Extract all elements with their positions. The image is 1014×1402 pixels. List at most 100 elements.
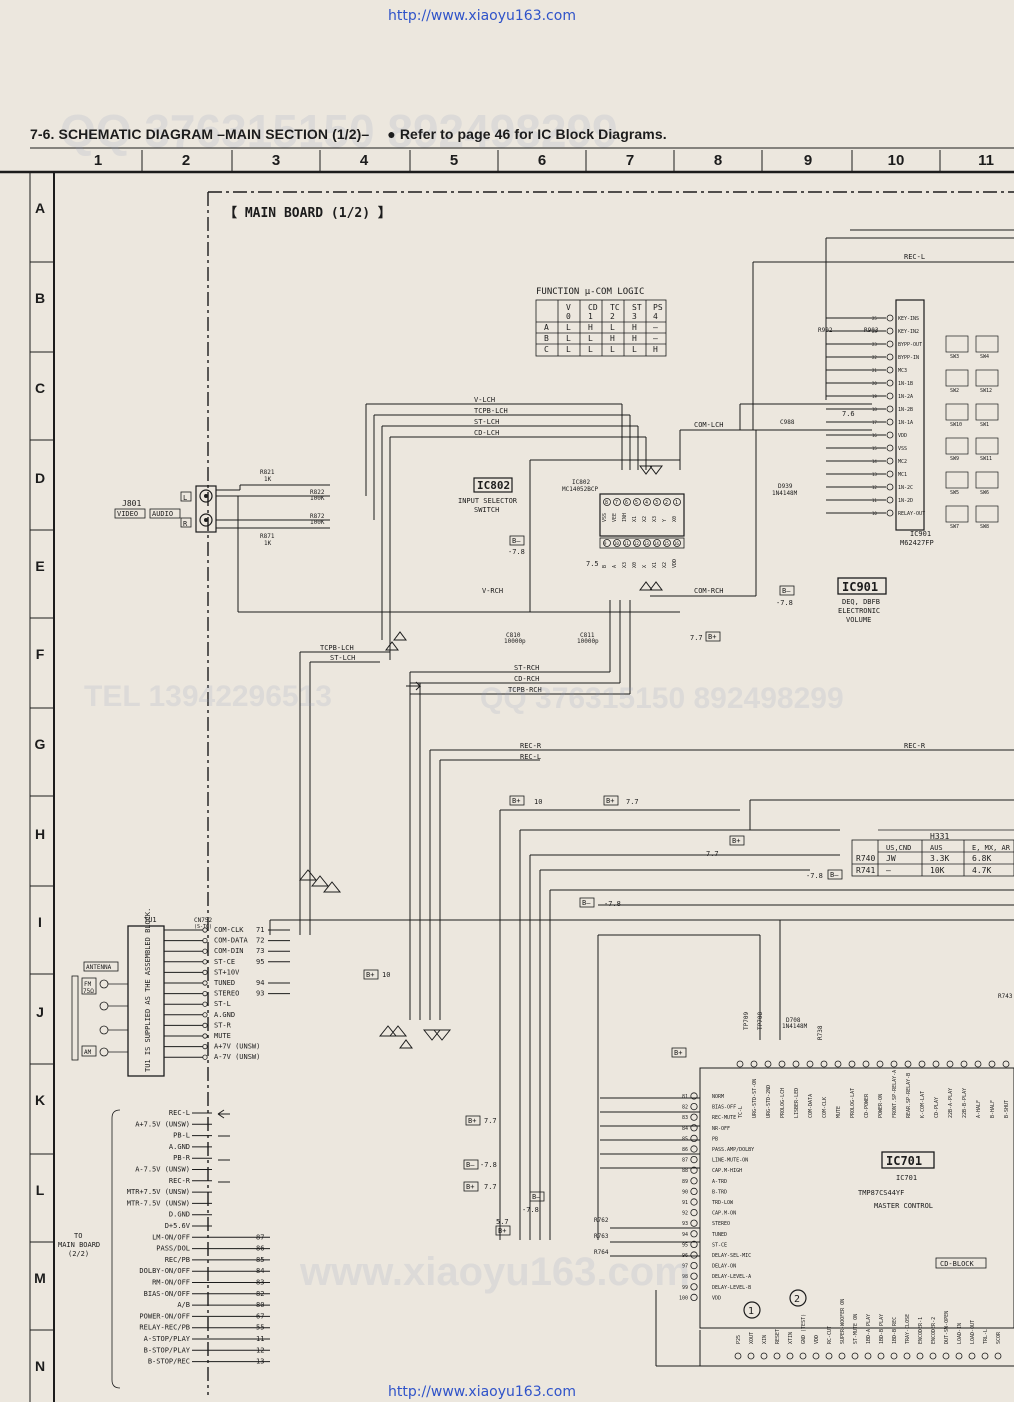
svg-text:M62427FP: M62427FP xyxy=(900,539,934,547)
ic701-pin-number: 91 xyxy=(682,1200,688,1206)
ic701-pin-signal: 22B-A-PLAY xyxy=(948,1088,954,1118)
ic701-pin xyxy=(918,1060,926,1068)
ic701-pin-signal: COM-CLK xyxy=(822,1097,828,1118)
svg-text:REC-L: REC-L xyxy=(520,753,541,761)
ic802-pin-signal: Y xyxy=(662,519,668,522)
svg-text:-7.8: -7.8 xyxy=(604,900,621,908)
svg-text:R822: R822 xyxy=(310,489,325,496)
ic901-pin xyxy=(886,444,894,452)
switch-label: SW3 xyxy=(950,354,959,360)
ic701-pin-signal: A-TRD xyxy=(712,1179,727,1185)
switch-box xyxy=(975,437,999,455)
ic701-pin xyxy=(690,1251,698,1259)
row-letter: I xyxy=(38,914,42,930)
ic701-pin-signal: COM-DATA xyxy=(808,1094,814,1118)
site-url-top[interactable]: http://www.xiaoyu163.com xyxy=(388,8,576,24)
column-number: 5 xyxy=(449,152,459,169)
svg-text:TO: TO xyxy=(74,1232,82,1240)
ic701-pin-signal: URG-STD-2ND xyxy=(766,1085,772,1118)
ic701-pin xyxy=(690,1240,698,1249)
ic701-pin xyxy=(792,1060,800,1068)
tuner-pin-name: A.GND xyxy=(214,1011,235,1019)
ic701-pin-signal: P25 xyxy=(736,1335,742,1344)
row-letter: E xyxy=(35,558,45,574)
ic701-pin-signal: POWER-ON xyxy=(878,1094,884,1118)
svg-text:MC14052BCP: MC14052BCP xyxy=(562,486,599,493)
svg-text:V-RCH: V-RCH xyxy=(482,587,503,595)
ic701-pin-signal: XTIN xyxy=(788,1332,794,1344)
ic701-pin-signal: FRONT.SP-RELAY-A xyxy=(892,1070,898,1118)
ic701-pin xyxy=(690,1198,698,1206)
ic701-pin xyxy=(916,1352,924,1360)
svg-text:R902: R902 xyxy=(818,327,833,334)
svg-text:H331: H331 xyxy=(930,832,949,841)
ic802-pin xyxy=(653,539,661,547)
ic701-pin xyxy=(946,1060,954,1068)
jack-j801: J801 VIDEO AUDIO L R xyxy=(114,485,217,533)
left-bus-signal: A.GND xyxy=(169,1143,190,1151)
h331-cell: 3.3K xyxy=(930,854,949,863)
svg-text:10: 10 xyxy=(534,798,542,806)
svg-text:1K: 1K xyxy=(264,540,272,547)
ic802-label: IC802 INPUT SELECTOR SWITCH xyxy=(458,477,518,514)
page-heading: 7-6. SCHEMATIC DIAGRAM –MAIN SECTION (1/… xyxy=(30,126,667,142)
svg-text:R: R xyxy=(183,520,188,528)
ic701-pin-number: 93 xyxy=(682,1221,688,1227)
ic701-pin xyxy=(690,1219,698,1227)
ic701-pin xyxy=(876,1060,884,1068)
ic701-pin xyxy=(903,1352,911,1360)
svg-text:7.7: 7.7 xyxy=(484,1183,497,1191)
function-table-cell: H xyxy=(632,334,637,343)
ic701-pin-number: 83 xyxy=(682,1115,688,1121)
ic701-pin xyxy=(932,1060,940,1068)
svg-text:FUNCTION μ-COM LOGIC: FUNCTION μ-COM LOGIC xyxy=(536,287,644,297)
ic802-pin xyxy=(613,539,621,547)
switch-label: SW11 xyxy=(980,456,992,462)
svg-text:ELECTRONIC: ELECTRONIC xyxy=(838,607,880,615)
h331-header: AUS xyxy=(930,844,943,852)
function-table-subheader: 0 xyxy=(566,312,571,321)
ic701-pin xyxy=(968,1352,976,1360)
switch-box xyxy=(945,403,969,421)
ic901-pin-signal: 1N-2B xyxy=(898,407,913,413)
ic701-pin xyxy=(864,1352,872,1360)
function-table-cell: C xyxy=(544,345,549,354)
ic701-pin-signal: BIAS-OFF xyxy=(712,1105,736,1111)
ic701-pin xyxy=(690,1283,698,1291)
left-bus-signal: PB-L xyxy=(173,1132,190,1140)
svg-text:-7.8: -7.8 xyxy=(806,872,823,880)
svg-text:TMP87CS44YF: TMP87CS44YF xyxy=(858,1189,904,1197)
svg-text:B+: B+ xyxy=(468,1117,476,1125)
ic701-pin xyxy=(760,1352,768,1360)
ic701-pin xyxy=(799,1352,807,1360)
svg-text:R738: R738 xyxy=(817,1025,824,1040)
ic701-pin-number: 85 xyxy=(682,1136,688,1142)
site-url-bottom[interactable]: http://www.xiaoyu163.com xyxy=(388,1384,576,1400)
left-bus-signal: A-STOP/PLAY xyxy=(144,1335,191,1343)
left-bus-signal: D+5.6V xyxy=(165,1222,191,1230)
svg-text:B–: B– xyxy=(582,899,591,907)
ic701-pin-number: 92 xyxy=(682,1211,688,1217)
ic701-pin-signal: REAR.SP-RELAY-B xyxy=(906,1073,912,1118)
ic701-pin-signal: CD-POWER xyxy=(864,1093,870,1118)
ic901-pin-signal: 1N-1B xyxy=(898,381,913,387)
left-bus-signal: DOLBY-ON/OFF xyxy=(139,1267,190,1275)
ic901-pin-signal: MC1 xyxy=(898,472,907,478)
switch-label: SW10 xyxy=(950,422,962,428)
tuner-pin-name: A-7V (UNSW) xyxy=(214,1053,260,1061)
svg-text:TP709: TP709 xyxy=(743,1012,750,1030)
switch-box xyxy=(945,471,969,489)
ic701-pin-signal: ST-CE xyxy=(712,1242,727,1248)
switch-label: SW4 xyxy=(980,354,989,360)
svg-text:IC802: IC802 xyxy=(572,479,590,486)
function-table-cell: L xyxy=(632,345,637,354)
svg-text:COM-LCH: COM-LCH xyxy=(694,421,724,429)
svg-text:ST-LCH: ST-LCH xyxy=(330,654,355,662)
ic701-pin-number: 100 xyxy=(679,1295,688,1301)
function-table-cell: A xyxy=(544,323,549,332)
ic701-pin xyxy=(812,1352,820,1360)
left-bus-signal: REC/PB xyxy=(165,1256,190,1264)
ic701-pin-signal: VDD xyxy=(712,1295,721,1301)
left-bus-signal: MTR+7.5V (UNSW) xyxy=(127,1188,190,1196)
ic802-pin-signal: X3 xyxy=(622,562,628,568)
